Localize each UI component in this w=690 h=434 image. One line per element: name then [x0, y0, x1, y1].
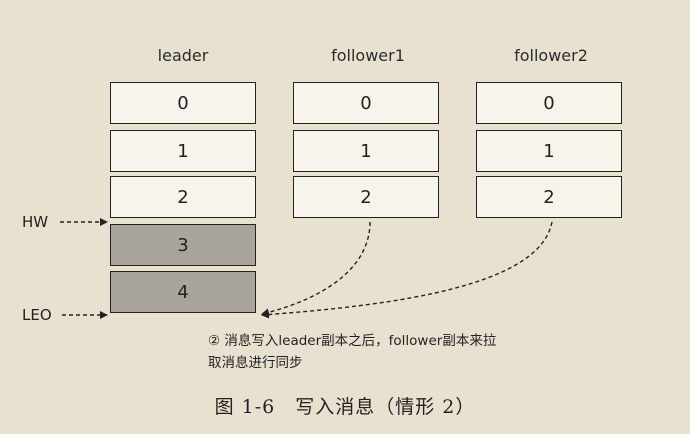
follower2-cell-0: 0	[476, 82, 622, 124]
follower1-fetch-arrow	[261, 221, 371, 317]
follower1-cell-1: 1	[293, 130, 439, 172]
leader-cell-0: 0	[110, 82, 256, 124]
follower2-fetch-arrow	[261, 221, 553, 319]
follower1-cell-2: 2	[293, 176, 439, 218]
leader-cell-2: 2	[110, 176, 256, 218]
note-line-1: ② 消息写入leader副本之后，follower副本来拉	[208, 333, 497, 349]
column-title-leader: leader	[157, 46, 209, 65]
figure-caption: 图 1-6 写入消息（情形 2）	[214, 396, 476, 418]
follower2-cell-2: 2	[476, 176, 622, 218]
hw-label: HW	[22, 213, 49, 231]
follower1-cell-0: 0	[293, 82, 439, 124]
leader-cell-1: 1	[110, 130, 256, 172]
column-title-follower2: follower2	[514, 46, 588, 65]
follower2-cell-1: 1	[476, 130, 622, 172]
note-line-2: 取消息进行同步	[208, 355, 303, 371]
leo-label: LEO	[22, 306, 52, 324]
column-title-follower1: follower1	[331, 46, 405, 65]
diagram-note: ② 消息写入leader副本之后，follower副本来拉 取消息进行同步	[208, 330, 608, 374]
leader-cell-3: 3	[110, 224, 256, 266]
leader-cell-4: 4	[110, 271, 256, 313]
